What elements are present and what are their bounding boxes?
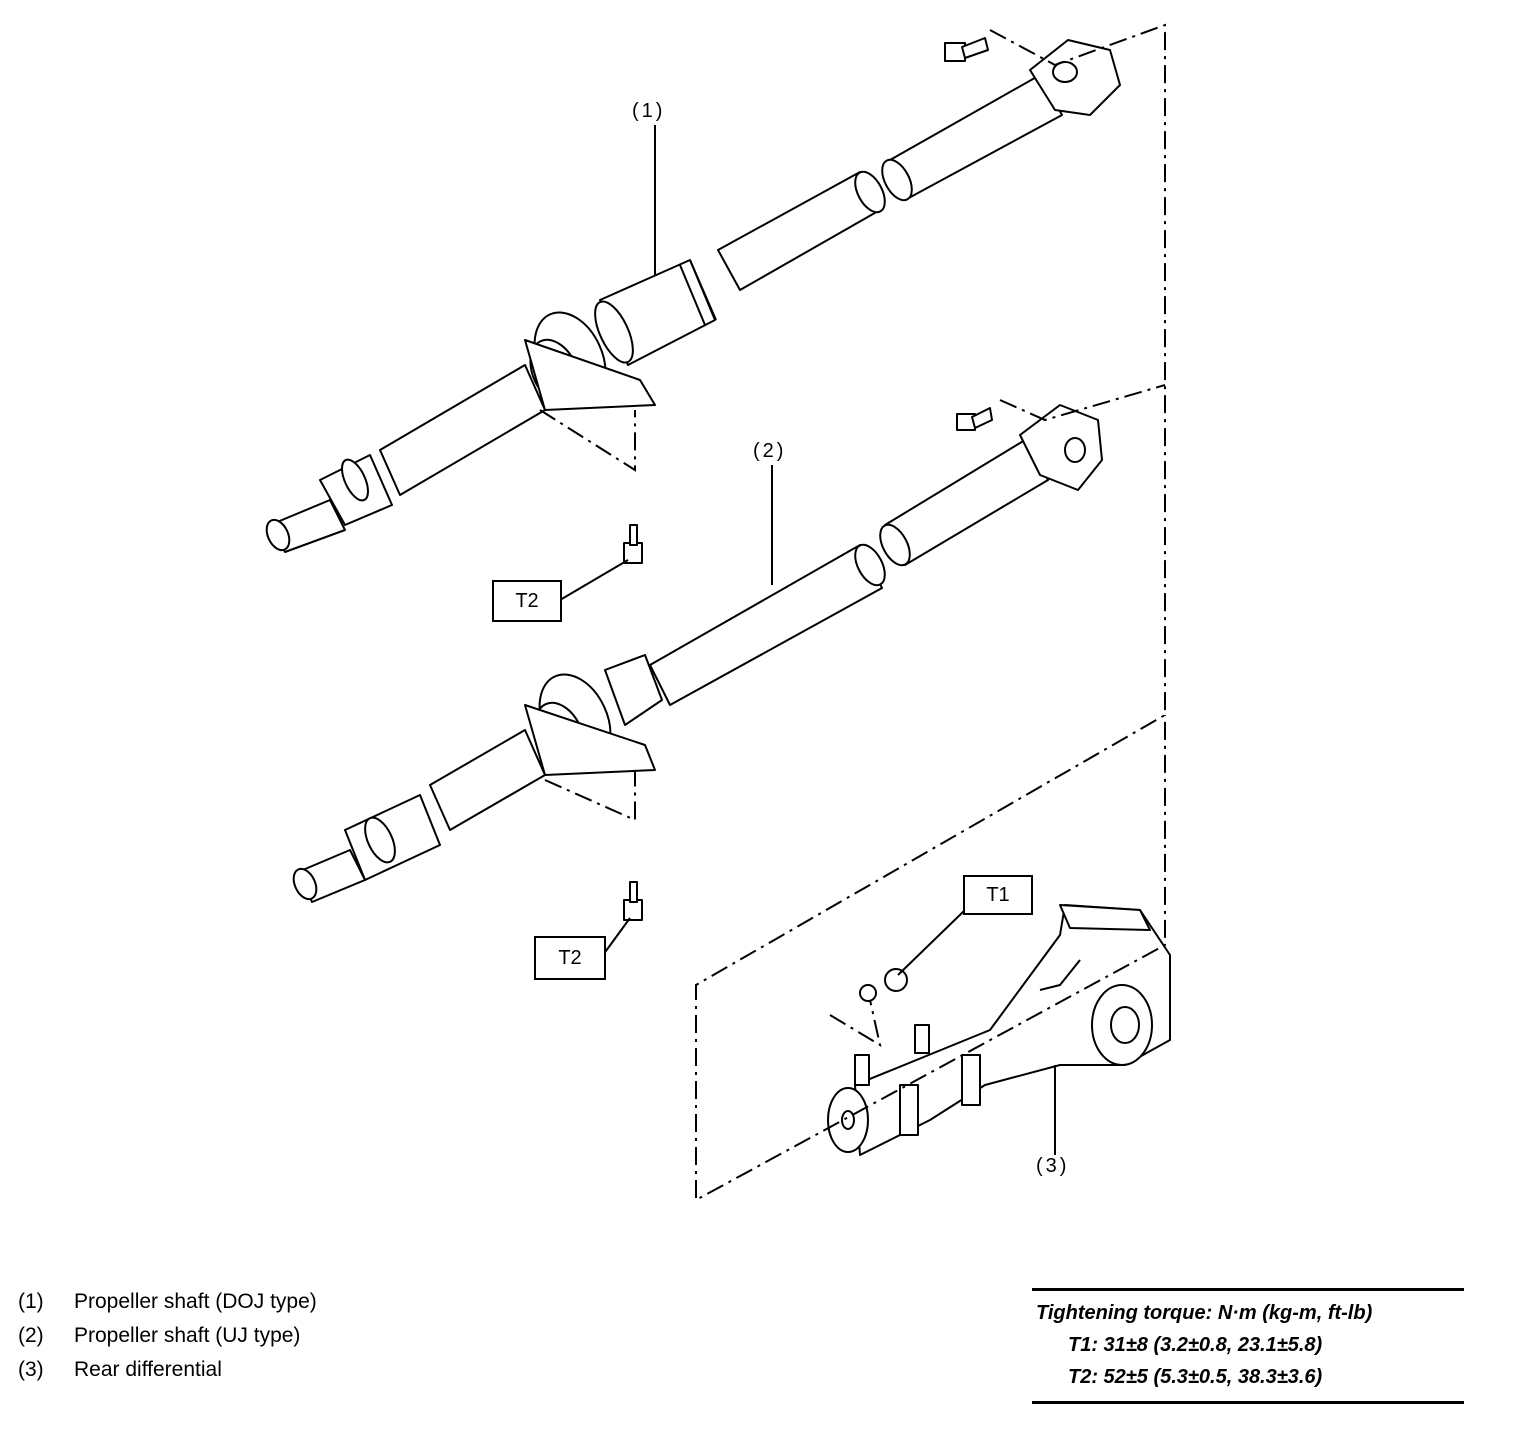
legend-text: Rear differential xyxy=(74,1358,222,1381)
legend-item-1: (1) Propeller shaft (DOJ type) xyxy=(18,1285,317,1319)
legend-item-3: (3) Rear differential xyxy=(18,1353,317,1387)
torque-rule-bottom xyxy=(1032,1401,1464,1404)
legend-number: (1) xyxy=(18,1290,44,1313)
bolt-bearing-lower xyxy=(623,881,643,921)
callout-1: (1) xyxy=(632,100,666,122)
legend-number: (3) xyxy=(18,1358,44,1381)
callout-3: (3) xyxy=(1036,1155,1070,1177)
legend-text: Propeller shaft (UJ type) xyxy=(74,1324,301,1347)
propeller-shaft-doj xyxy=(265,39,1121,553)
torque-box-t2-lower: T2 xyxy=(534,936,606,980)
exploded-parts-diagram xyxy=(265,23,1171,1202)
torque-box-t1: T1 xyxy=(963,875,1033,915)
torque-title: Tightening torque: N·m (kg-m, ft-lb) xyxy=(1036,1302,1373,1324)
torque-t2: T2: 52±5 (5.3±0.5, 38.3±3.6) xyxy=(1068,1366,1323,1388)
legend-text: Propeller shaft (DOJ type) xyxy=(74,1290,317,1313)
torque-box-t2-upper: T2 xyxy=(492,580,562,622)
diff-nut-washer xyxy=(859,968,908,1002)
bolt-top xyxy=(944,37,989,62)
bolt-middle xyxy=(956,407,993,431)
legend-number: (2) xyxy=(18,1324,44,1347)
torque-t1: T1: 31±8 (3.2±0.8, 23.1±5.8) xyxy=(1068,1334,1323,1356)
torque-spec: Tightening torque: N·m (kg-m, ft-lb) T1:… xyxy=(1032,1288,1464,1404)
bolt-bearing-upper xyxy=(623,524,643,564)
propeller-shaft-uj xyxy=(292,404,1103,903)
rear-differential xyxy=(827,904,1171,1156)
torque-rule-top xyxy=(1032,1288,1464,1291)
callout-2: (2) xyxy=(753,440,787,462)
parts-legend: (1) Propeller shaft (DOJ type) (2) Prope… xyxy=(18,1285,317,1387)
legend-item-2: (2) Propeller shaft (UJ type) xyxy=(18,1319,317,1353)
